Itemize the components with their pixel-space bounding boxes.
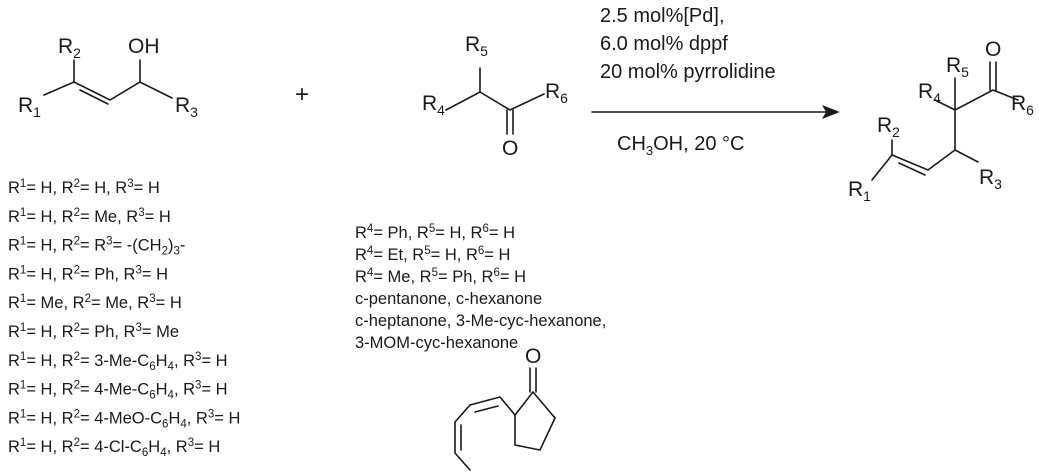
r4-label: R4 bbox=[422, 92, 445, 118]
ketone-substituent-row: R4= Ph, R5= H, R6= H bbox=[355, 223, 515, 242]
ketone-substituent-row: R4= Me, R5= Ph, R6= H bbox=[355, 267, 526, 286]
reaction-arrow bbox=[591, 105, 840, 119]
plus-sign: + bbox=[295, 81, 309, 108]
catalyst-line: 2.5 mol%[Pd], bbox=[600, 5, 725, 27]
allylic-alcohol-structure: OH R2 R1 R3 bbox=[18, 35, 198, 120]
product-r4-label: R4 bbox=[918, 80, 941, 106]
r6-label: R6 bbox=[545, 80, 568, 106]
ketone-substituent-row: c-heptanone, 3-Me-cyc-hexanone, bbox=[355, 312, 606, 330]
alcohol-substituent-row: R1= H, R2= 4-MeO-C6H4, R3= H bbox=[8, 408, 240, 430]
r2-label: R2 bbox=[58, 35, 81, 61]
product-r5-label: R5 bbox=[946, 54, 969, 80]
product-r6-label: R6 bbox=[1011, 92, 1034, 118]
alcohol-substituent-row: R1= H, R2= H, R3= H bbox=[8, 178, 160, 197]
alcohol-substituent-row: R1= H, R2= Ph, R3= H bbox=[8, 264, 168, 283]
alcohol-substituent-row: R1= H, R2= R3= -(CH2)3- bbox=[8, 236, 185, 258]
alcohol-substituent-row: R1= H, R2= 4-Me-C6H4, R3= H bbox=[8, 380, 228, 402]
ketone-substituent-list: R4= Ph, R5= H, R6= H R4= Et, R5= H, R6= H… bbox=[355, 223, 606, 352]
ketone-bonds bbox=[445, 67, 545, 135]
ketone-oxygen-label: O bbox=[502, 137, 518, 160]
product-structure: O R5 R4 R6 R2 R1 R3 bbox=[848, 38, 1034, 204]
product-r1-label: R1 bbox=[848, 178, 871, 204]
solvent-temperature-line: CH3OH, 20 °C bbox=[617, 133, 744, 158]
r1-label: R1 bbox=[18, 94, 41, 120]
allylic-alcohol-bonds bbox=[43, 59, 173, 105]
r3-label: R3 bbox=[175, 94, 198, 120]
ketone-substituent-row: c-pentanone, c-hexanone bbox=[355, 290, 542, 308]
ligand-line: 6.0 mol% dppf bbox=[600, 33, 728, 55]
indanone-structure: O bbox=[454, 345, 556, 471]
product-r2-label: R2 bbox=[877, 114, 900, 140]
indanone-bonds bbox=[454, 367, 556, 471]
alcohol-substituent-row: R1= H, R2= Ph, R3= Me bbox=[8, 322, 179, 341]
product-oxygen-label: O bbox=[985, 38, 1001, 61]
product-bonds bbox=[871, 61, 1019, 181]
alcohol-substituent-list: R1= H, R2= H, R3= H R1= H, R2= Me, R3= H R… bbox=[8, 178, 240, 459]
alcohol-substituent-row: R1= H, R2= 3-Me-C6H4, R3= H bbox=[8, 351, 228, 373]
indanone-oxygen-label: O bbox=[525, 345, 541, 368]
alcohol-substituent-row: R1= H, R2= 4-Cl-C6H4, R3= H bbox=[8, 437, 220, 459]
ketone-substituent-row: R4= Et, R5= H, R6= H bbox=[355, 245, 510, 264]
reaction-conditions: 2.5 mol%[Pd], 6.0 mol% dppf 20 mol% pyrr… bbox=[600, 5, 776, 158]
ketone-substituent-row: 3-MOM-cyc-hexanone bbox=[355, 334, 518, 352]
alcohol-substituent-row: R1= H, R2= Me, R3= H bbox=[8, 207, 171, 226]
alcohol-substituent-row: R1= Me, R2= Me, R3= H bbox=[8, 293, 182, 312]
cocatalyst-line: 20 mol% pyrrolidine bbox=[600, 61, 776, 83]
r5-label: R5 bbox=[465, 33, 488, 59]
product-r3-label: R3 bbox=[979, 166, 1002, 192]
hydroxyl-label: OH bbox=[128, 35, 160, 58]
ketone-structure: R5 R4 R6 O bbox=[422, 33, 568, 160]
